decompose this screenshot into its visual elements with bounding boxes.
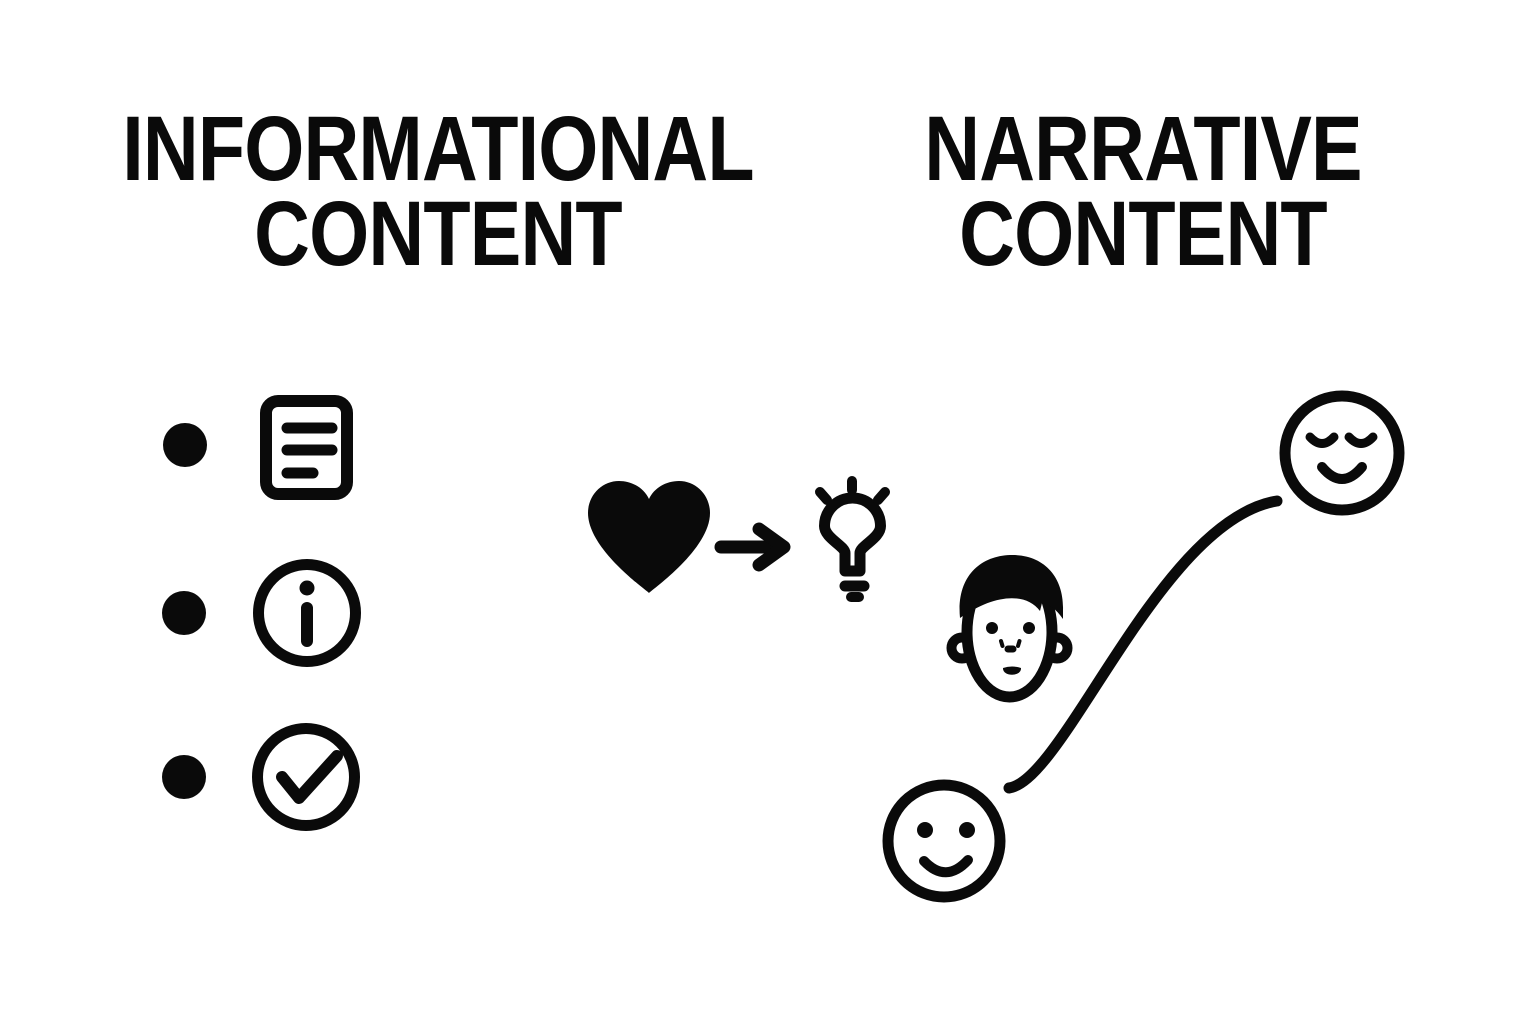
lightbulb-ray-right bbox=[873, 487, 890, 505]
heading-narrative-line1: NARRATIVE bbox=[924, 98, 1362, 200]
document-icon bbox=[260, 395, 353, 500]
eye bbox=[1023, 622, 1035, 634]
bullet-dot bbox=[162, 591, 206, 635]
smile bbox=[919, 855, 973, 878]
bullet-dot bbox=[163, 423, 207, 467]
relieved-face-icon bbox=[1279, 390, 1405, 516]
smiley-face-icon bbox=[882, 779, 1006, 903]
closed-eye bbox=[1305, 432, 1339, 448]
bullet-dots bbox=[162, 423, 207, 799]
eye bbox=[917, 822, 933, 838]
heading-informational-line1: INFORMATIONAL bbox=[122, 98, 754, 200]
heading-narrative-content: NARRATIVE CONTENT bbox=[807, 98, 1479, 285]
eye bbox=[986, 622, 998, 634]
man-face-icon bbox=[946, 554, 1073, 703]
arrow-right-icon bbox=[714, 522, 791, 572]
face-mark bbox=[999, 639, 1005, 648]
heading-informational-content: INFORMATIONAL CONTENT bbox=[102, 98, 774, 285]
heading-informational-line2: CONTENT bbox=[254, 183, 622, 285]
face-mark bbox=[1016, 639, 1022, 648]
closed-eye bbox=[1344, 432, 1378, 448]
bullet-dot bbox=[162, 755, 206, 799]
connection-s-curve bbox=[1003, 495, 1283, 794]
hair bbox=[959, 554, 1064, 619]
check-circle-icon bbox=[252, 723, 360, 831]
smile bbox=[1317, 462, 1367, 484]
mouth bbox=[1002, 666, 1022, 675]
heart-icon bbox=[588, 481, 710, 593]
lightbulb-icon bbox=[815, 476, 890, 602]
heading-narrative-line2: CONTENT bbox=[959, 183, 1327, 285]
eye bbox=[959, 822, 975, 838]
info-circle-icon bbox=[253, 559, 361, 667]
lightbulb-ray-left bbox=[815, 487, 832, 505]
